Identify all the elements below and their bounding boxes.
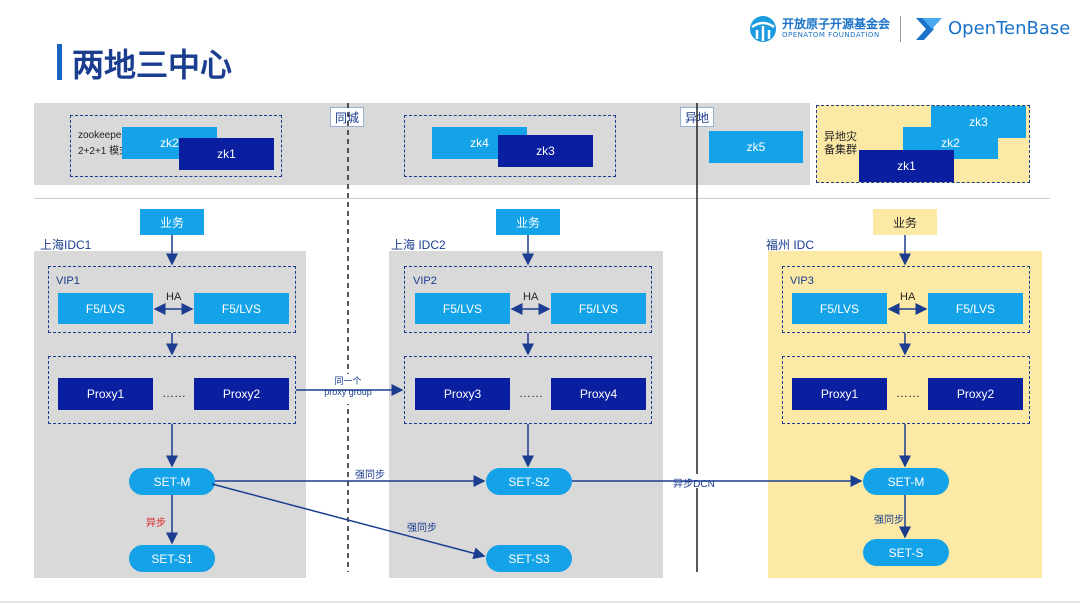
strong-sync-label-1: 强同步 [355,470,385,481]
band-divider [34,198,1050,199]
vip3-group [782,266,1030,333]
idc2-set-s2: SET-S2 [486,468,572,495]
business-box-3: 业务 [873,209,937,235]
vip1-label: VIP1 [56,275,80,287]
zk3-box-g2: zk3 [498,135,593,167]
same-proxy-group-line2: proxy group [324,387,372,397]
idc2-f5-a: F5/LVS [415,293,510,324]
same-proxy-group-line1: 同一个 [334,376,362,386]
idc2-set-s3: SET-S3 [486,545,572,572]
zk5-box: zk5 [709,131,803,163]
vip1-group [48,266,296,333]
zk1-box-dr: zk1 [859,150,954,182]
proxy-group-2 [404,356,652,424]
bottom-rule [0,601,1080,603]
opentenbase-icon [908,18,942,40]
business-box-2: 业务 [496,209,560,235]
async-label: 异步 [146,518,166,529]
idc2-name: 上海 IDC2 [391,238,446,252]
zk-mode-label-2: 2+2+1 模式 [78,146,130,157]
vip2-group [404,266,652,333]
dr-cluster-label: 异地灾 备集群 [824,131,857,156]
idc1-dots: …… [162,386,186,400]
idc3-set-s: SET-S [863,539,949,566]
idc2-proxy-b: Proxy4 [551,378,646,410]
zk-mode-label-1: zookeeper [78,130,125,141]
opentenbase-name: OpenTenBase [948,18,1071,39]
proxy-group-3 [782,356,1030,424]
idc2-ha: HA [523,291,539,303]
idc3-f5-b: F5/LVS [928,293,1023,324]
async-dcn-text: 异步DCN [673,479,715,490]
idc2-dots: …… [519,386,543,400]
openatom-logo: 开放原子开源基金会 OPENATOM FOUNDATION [748,14,898,44]
openatom-icon [750,16,776,42]
same-city-label: 同城 [330,107,364,127]
logo-divider [900,16,901,42]
idc2-proxy-a: Proxy3 [415,378,510,410]
idc2-f5-b: F5/LVS [551,293,646,324]
zk-group-2 [404,115,616,177]
idc3-proxy-b: Proxy2 [928,378,1023,410]
idc3-dots: …… [896,386,920,400]
proxy-group-1 [48,356,296,424]
vip2-label: VIP2 [413,275,437,287]
page-title: 两地三中心 [72,46,233,84]
idc1-f5-a: F5/LVS [58,293,153,324]
business-box-1: 业务 [140,209,204,235]
idc1-set-m: SET-M [129,468,215,495]
idc3-proxy-a: Proxy1 [792,378,887,410]
idc3-set-m: SET-M [863,468,949,495]
idc1-proxy-a: Proxy1 [58,378,153,410]
openatom-en: OPENATOM FOUNDATION [782,31,880,39]
same-proxy-group-label: 同一个 proxy group [313,374,383,404]
idc3-name: 福州 IDC [766,238,815,252]
zk-group-1 [70,115,282,177]
title-accent-bar [57,44,62,80]
idc1-set-s1: SET-S1 [129,545,215,572]
idc3-ha: HA [900,291,916,303]
idc1-name: 上海IDC1 [40,238,92,252]
vip3-label: VIP3 [790,275,814,287]
zk2-box-g1: zk2 [122,127,217,159]
openatom-cn: 开放原子开源基金会 [782,17,891,31]
async-dcn-label: 异步DCN [669,474,719,490]
idc3-f5-a: F5/LVS [792,293,887,324]
idc1-ha: HA [166,291,182,303]
idc1-proxy-b: Proxy2 [194,378,289,410]
zk1-box-g1: zk1 [179,138,274,170]
idc3-strong-sync-label: 强同步 [874,515,904,526]
strong-sync-label-2: 强同步 [407,523,437,534]
idc1-f5-b: F5/LVS [194,293,289,324]
